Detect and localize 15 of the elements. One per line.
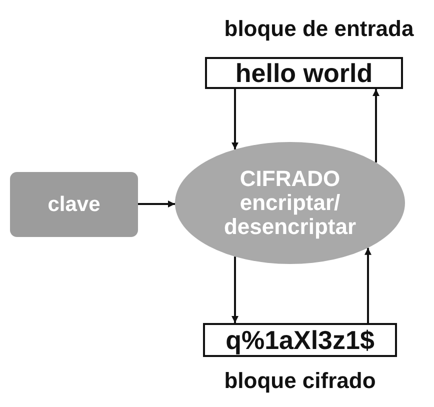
arrow bbox=[232, 256, 238, 323]
block-caption: bloque cifrado bbox=[223, 368, 377, 394]
key-box bbox=[10, 172, 138, 237]
arrow bbox=[138, 200, 176, 208]
text-box bbox=[203, 323, 397, 357]
node-text: hello world bbox=[235, 58, 373, 88]
arrow bbox=[372, 89, 380, 162]
node-text: q%1aXl3z1$ bbox=[226, 324, 374, 356]
text-box bbox=[205, 57, 403, 89]
arrow bbox=[364, 248, 372, 323]
node-text: encriptar/ desencriptar bbox=[222, 190, 358, 240]
node-text: clave bbox=[48, 192, 100, 216]
arrow bbox=[232, 89, 238, 150]
node-text: CIFRADO bbox=[238, 166, 342, 191]
block-caption: bloque de entrada bbox=[223, 16, 415, 42]
